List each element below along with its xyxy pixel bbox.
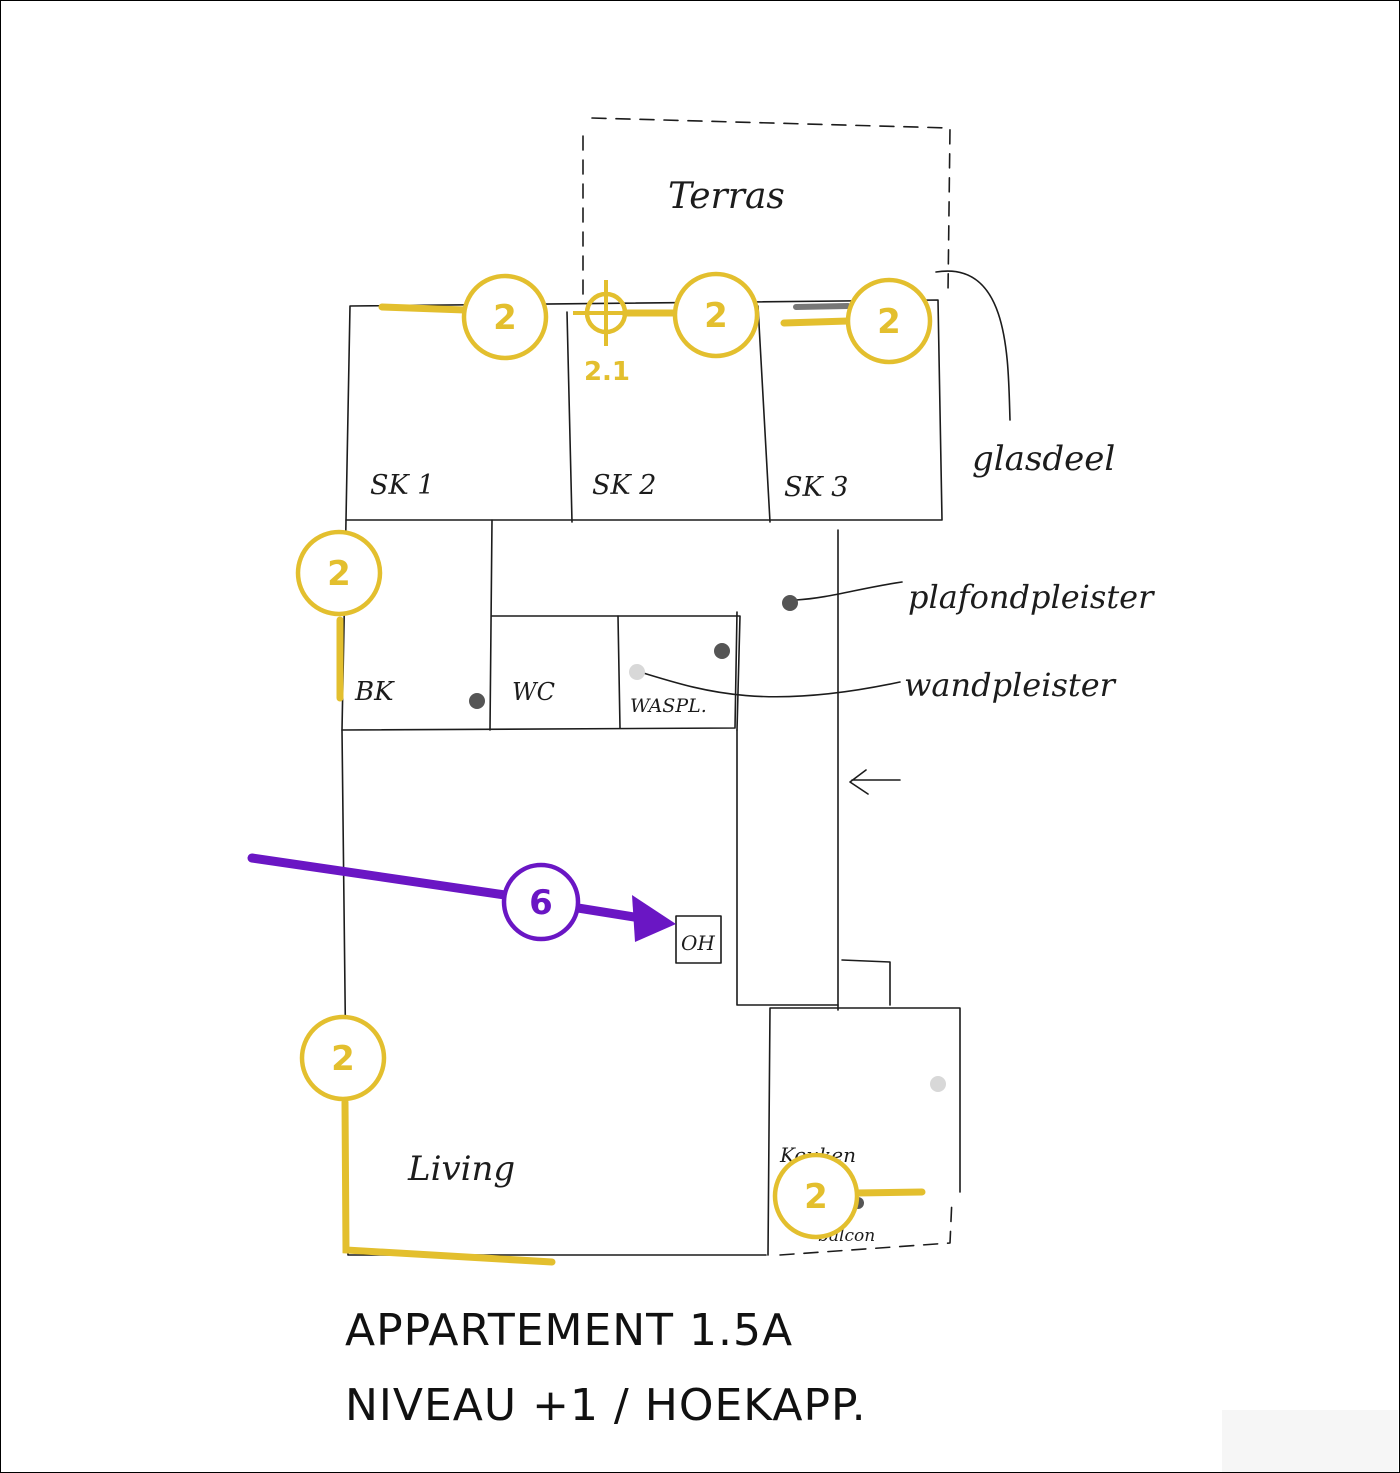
keuken-dot xyxy=(930,1076,946,1092)
ceiling-dot xyxy=(782,595,798,611)
wall-leader xyxy=(639,671,901,698)
badge-label: 2 xyxy=(877,302,901,342)
crosshair-lines xyxy=(573,280,639,346)
room-labels: Terras SK 1 SK 2 SK 3 BK WC WASPL. OH Li… xyxy=(354,176,1155,1246)
arrow-shaft xyxy=(573,903,645,923)
wc-wasplaats-wall xyxy=(617,615,621,729)
badge-2-sk3[interactable]: 2 xyxy=(845,277,933,365)
wall-dot xyxy=(629,664,645,680)
marker-line xyxy=(341,1098,556,1266)
wall-annotation: wandpleister xyxy=(904,666,1117,704)
living-outline xyxy=(341,729,767,1256)
marker-line xyxy=(378,303,469,314)
badge-label: 2 xyxy=(493,298,517,338)
sk2-label: SK 2 xyxy=(592,470,656,501)
plan-title: APPARTEMENT 1.5A NIVEAU +1 / HOEKAPP. xyxy=(345,1305,867,1431)
bk-dot xyxy=(469,693,485,709)
wasplaats-label: WASPL. xyxy=(630,695,707,717)
badge-2-keuken[interactable]: 2 xyxy=(772,1152,860,1240)
badge-label: 2 xyxy=(327,554,351,594)
glass-annotation: glasdeel xyxy=(972,439,1115,479)
sk1-label: SK 1 xyxy=(370,470,434,501)
badge-circle xyxy=(772,1152,860,1240)
crosshair-label: 2.1 xyxy=(584,357,630,387)
bottom-fade xyxy=(1222,1410,1398,1472)
arrow-shaft xyxy=(247,853,510,900)
terrace-outline xyxy=(582,117,951,297)
bk-label: BK xyxy=(354,677,395,707)
marker-line xyxy=(780,317,852,327)
badge-2-bk[interactable]: 2 xyxy=(295,529,383,617)
wasplaats-dot xyxy=(714,643,730,659)
badge-circle xyxy=(845,277,933,365)
plan-dots xyxy=(469,303,946,1209)
corridor-left-wall xyxy=(736,729,839,1006)
badge-2-living[interactable]: 2 xyxy=(299,1014,387,1102)
crosshair-2-1[interactable]: 2.1 xyxy=(573,280,639,387)
badge-circle xyxy=(295,529,383,617)
badge-circle xyxy=(461,273,549,361)
middle-outline xyxy=(341,519,738,731)
badge-2-sk2[interactable]: 2 xyxy=(672,271,760,359)
badge-circle xyxy=(299,1014,387,1102)
keuken-outline xyxy=(767,1007,961,1256)
glass-stroke xyxy=(793,303,851,310)
badge-label: 2 xyxy=(704,296,728,336)
keuken-nook xyxy=(841,959,891,1006)
living-label: Living xyxy=(407,1149,515,1189)
oh-box xyxy=(675,915,722,964)
purple-arrow-marker: 6 xyxy=(247,853,676,942)
badge-2-sk1[interactable]: 2 xyxy=(461,273,549,361)
terrace-label: Terras xyxy=(668,176,785,217)
ceiling-annotation: plafondpleister xyxy=(908,578,1155,616)
badge-label: 2 xyxy=(804,1177,828,1217)
bk-right-wall xyxy=(489,519,493,731)
badge-circle xyxy=(501,862,581,942)
title-line-1: APPARTEMENT 1.5A xyxy=(345,1305,793,1356)
plan-walls xyxy=(341,117,1011,1256)
entrance-arrow xyxy=(849,769,901,795)
badge-6[interactable]: 6 xyxy=(501,862,581,942)
yellow-markers: 2 2.1 2 2 2 2 xyxy=(295,271,933,1266)
glass-leader xyxy=(935,270,1011,421)
badge-label: 6 xyxy=(529,883,553,923)
badge-circle xyxy=(672,271,760,359)
sk1-sk2-wall xyxy=(566,311,573,523)
balcony-outline xyxy=(779,1197,953,1256)
sk2-sk3-wall xyxy=(757,305,771,523)
badge-label: 2 xyxy=(331,1039,355,1079)
sk3-label: SK 3 xyxy=(784,472,848,503)
arrow-head-icon xyxy=(632,895,676,942)
title-line-2: NIVEAU +1 / HOEKAPP. xyxy=(345,1380,867,1431)
oh-label: OH xyxy=(681,931,715,955)
wc-label: WC xyxy=(512,678,555,706)
wc-box xyxy=(491,615,741,731)
marker-line xyxy=(852,1188,926,1197)
ceiling-leader xyxy=(795,581,903,601)
